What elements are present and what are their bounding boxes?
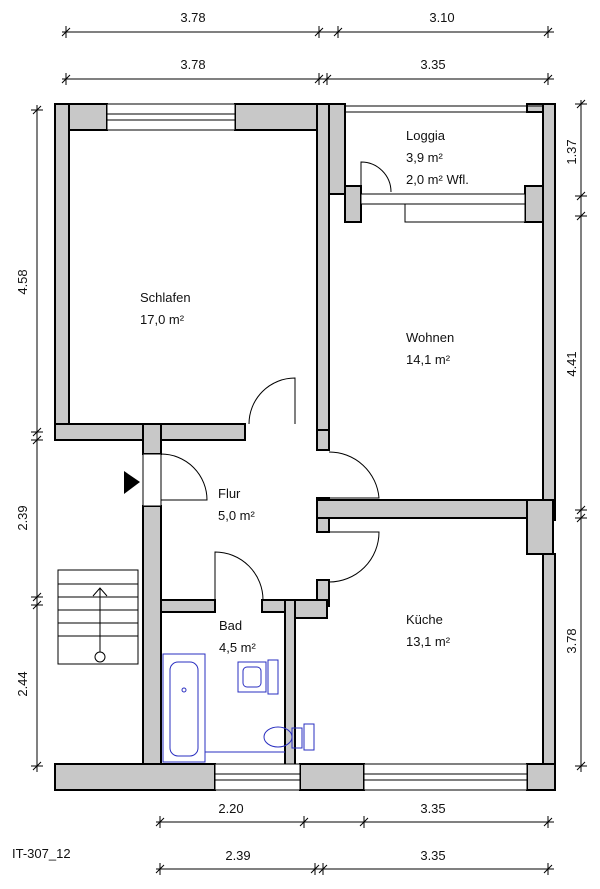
room-name-flur: Flur xyxy=(218,486,241,501)
room-area-schlafen: 17,0 m² xyxy=(140,312,185,327)
bathtub xyxy=(162,653,206,763)
doors xyxy=(124,161,392,601)
dim-right-lower: 3.78 xyxy=(564,628,579,653)
dim-left-upper: 4.58 xyxy=(15,269,30,294)
dim-right-middle: 4.41 xyxy=(564,351,579,376)
windows xyxy=(106,103,543,791)
dim-bottom-outer-right: 3.35 xyxy=(420,848,445,863)
dimension-lines-right xyxy=(575,99,587,772)
dim-left-middle: 2.39 xyxy=(15,505,30,530)
toilet xyxy=(205,723,315,753)
room-living-area-loggia: 2,0 m² Wfl. xyxy=(406,172,469,187)
dimension-lines-left xyxy=(31,105,43,772)
room-name-kueche: Küche xyxy=(406,612,443,627)
room-name-schlafen: Schlafen xyxy=(140,290,191,305)
dimension-lines-bottom xyxy=(155,816,554,875)
walls xyxy=(54,103,556,791)
room-area-kueche: 13,1 m² xyxy=(406,634,451,649)
room-area-flur: 5,0 m² xyxy=(218,508,256,523)
dim-top-inner-left: 3.78 xyxy=(180,57,205,72)
sink xyxy=(237,659,279,695)
room-area-bad: 4,5 m² xyxy=(219,640,257,655)
stairs xyxy=(57,569,139,665)
dim-bottom-outer-left: 2.39 xyxy=(225,848,250,863)
dimension-lines-top xyxy=(61,26,554,85)
dim-left-lower: 2.44 xyxy=(15,671,30,696)
room-area-wohnen: 14,1 m² xyxy=(406,352,451,367)
dim-right-top: 1.37 xyxy=(564,139,579,164)
plan-code: IT-307_12 xyxy=(12,846,71,861)
dim-top-outer-right: 3.10 xyxy=(429,10,454,25)
room-name-bad: Bad xyxy=(219,618,242,633)
room-area-loggia: 3,9 m² xyxy=(406,150,444,165)
dim-top-outer-left: 3.78 xyxy=(180,10,205,25)
dim-top-inner-right: 3.35 xyxy=(420,57,445,72)
dim-bottom-inner-left: 2.20 xyxy=(218,801,243,816)
room-name-loggia: Loggia xyxy=(406,128,446,143)
room-name-wohnen: Wohnen xyxy=(406,330,454,345)
dim-bottom-inner-right: 3.35 xyxy=(420,801,445,816)
